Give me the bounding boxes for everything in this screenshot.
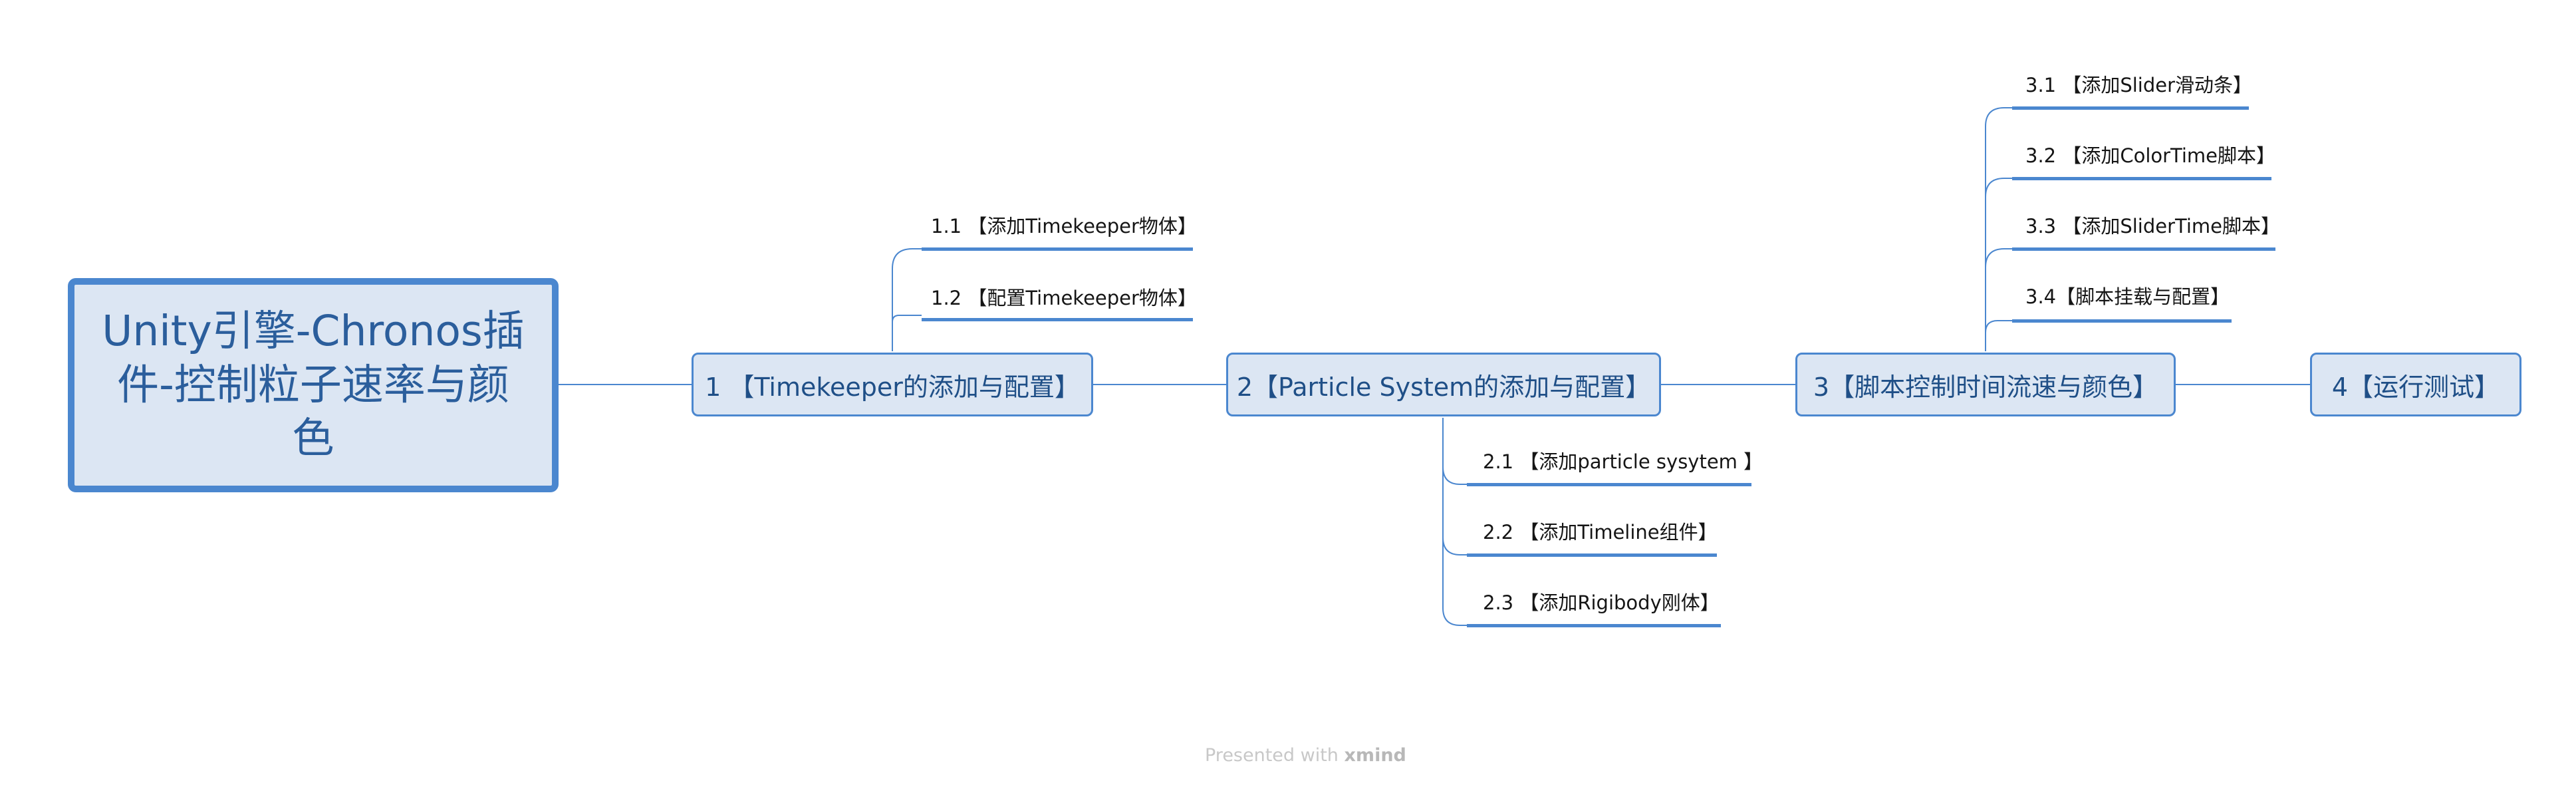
connector-topic-1-branch-2 [892,315,922,351]
subtopic-1-2[interactable]: 1.2 【配置Timekeeper物体】 [931,287,1197,309]
footer-prefix: Presented with [1205,745,1345,766]
connector-topic-1-branch [892,248,922,351]
subtopic-3-4-underline [2012,319,2232,323]
subtopic-3-2-underline [2012,177,2271,180]
connector-topic-3-branch-3 [1985,248,2012,351]
subtopic-2-2[interactable]: 2.2 【添加Timeline组件】 [1483,521,1718,544]
subtopic-3-3-underline [2012,247,2275,251]
main-topic-1-label: 1 【Timekeeper的添加与配置】 [705,372,1080,402]
subtopic-1-1-underline [922,247,1193,251]
subtopic-2-2-underline [1467,553,1717,557]
connector-topic-2-branch-2 [1442,418,1467,555]
connector-topic-3-branch-2 [1985,178,2012,351]
main-topic-2-label: 2【Particle System的添加与配置】 [1236,372,1651,402]
connector-topic-3-branch-4 [1985,320,2012,351]
central-topic-label: Unity引擎-Chronos插件-控制粒子速率与颜色 [102,307,525,463]
connector-topic-3-branch [1985,107,2012,351]
subtopic-3-4[interactable]: 3.4【脚本挂载与配置】 [2025,285,2230,308]
main-topic-3-label: 3【脚本控制时间流速与颜色】 [1813,372,2158,402]
subtopic-3-2[interactable]: 3.2 【添加ColorTime脚本】 [2025,144,2276,167]
main-topic-4[interactable]: 4【运行测试】 [2310,353,2521,416]
subtopic-3-3[interactable]: 3.3 【添加SliderTime脚本】 [2025,215,2281,237]
connector-topic-2-branch [1442,418,1467,485]
subtopic-2-3-underline [1467,624,1721,627]
subtopic-2-1-underline [1467,483,1751,486]
connector-topic-2-branch-3 [1442,418,1467,626]
main-topic-2[interactable]: 2【Particle System的添加与配置】 [1226,353,1661,416]
main-topic-3[interactable]: 3【脚本控制时间流速与颜色】 [1795,353,2176,416]
main-topic-4-label: 4【运行测试】 [2331,372,2500,402]
subtopic-2-1[interactable]: 2.1 【添加particle sysytem 】 [1483,450,1763,473]
subtopic-2-3[interactable]: 2.3 【添加Rigibody刚体】 [1483,591,1720,614]
subtopic-3-1-underline [2012,106,2249,110]
main-topic-1[interactable]: 1 【Timekeeper的添加与配置】 [692,353,1093,416]
central-topic[interactable]: Unity引擎-Chronos插件-控制粒子速率与颜色 [68,278,559,492]
xmind-brand: xmind [1344,745,1406,766]
footer-credit: Presented with xmind [1205,745,1406,766]
subtopic-1-1[interactable]: 1.1 【添加Timekeeper物体】 [931,215,1197,237]
subtopic-3-1[interactable]: 3.1 【添加Slider滑动条】 [2025,74,2253,96]
subtopic-1-2-underline [922,318,1193,321]
